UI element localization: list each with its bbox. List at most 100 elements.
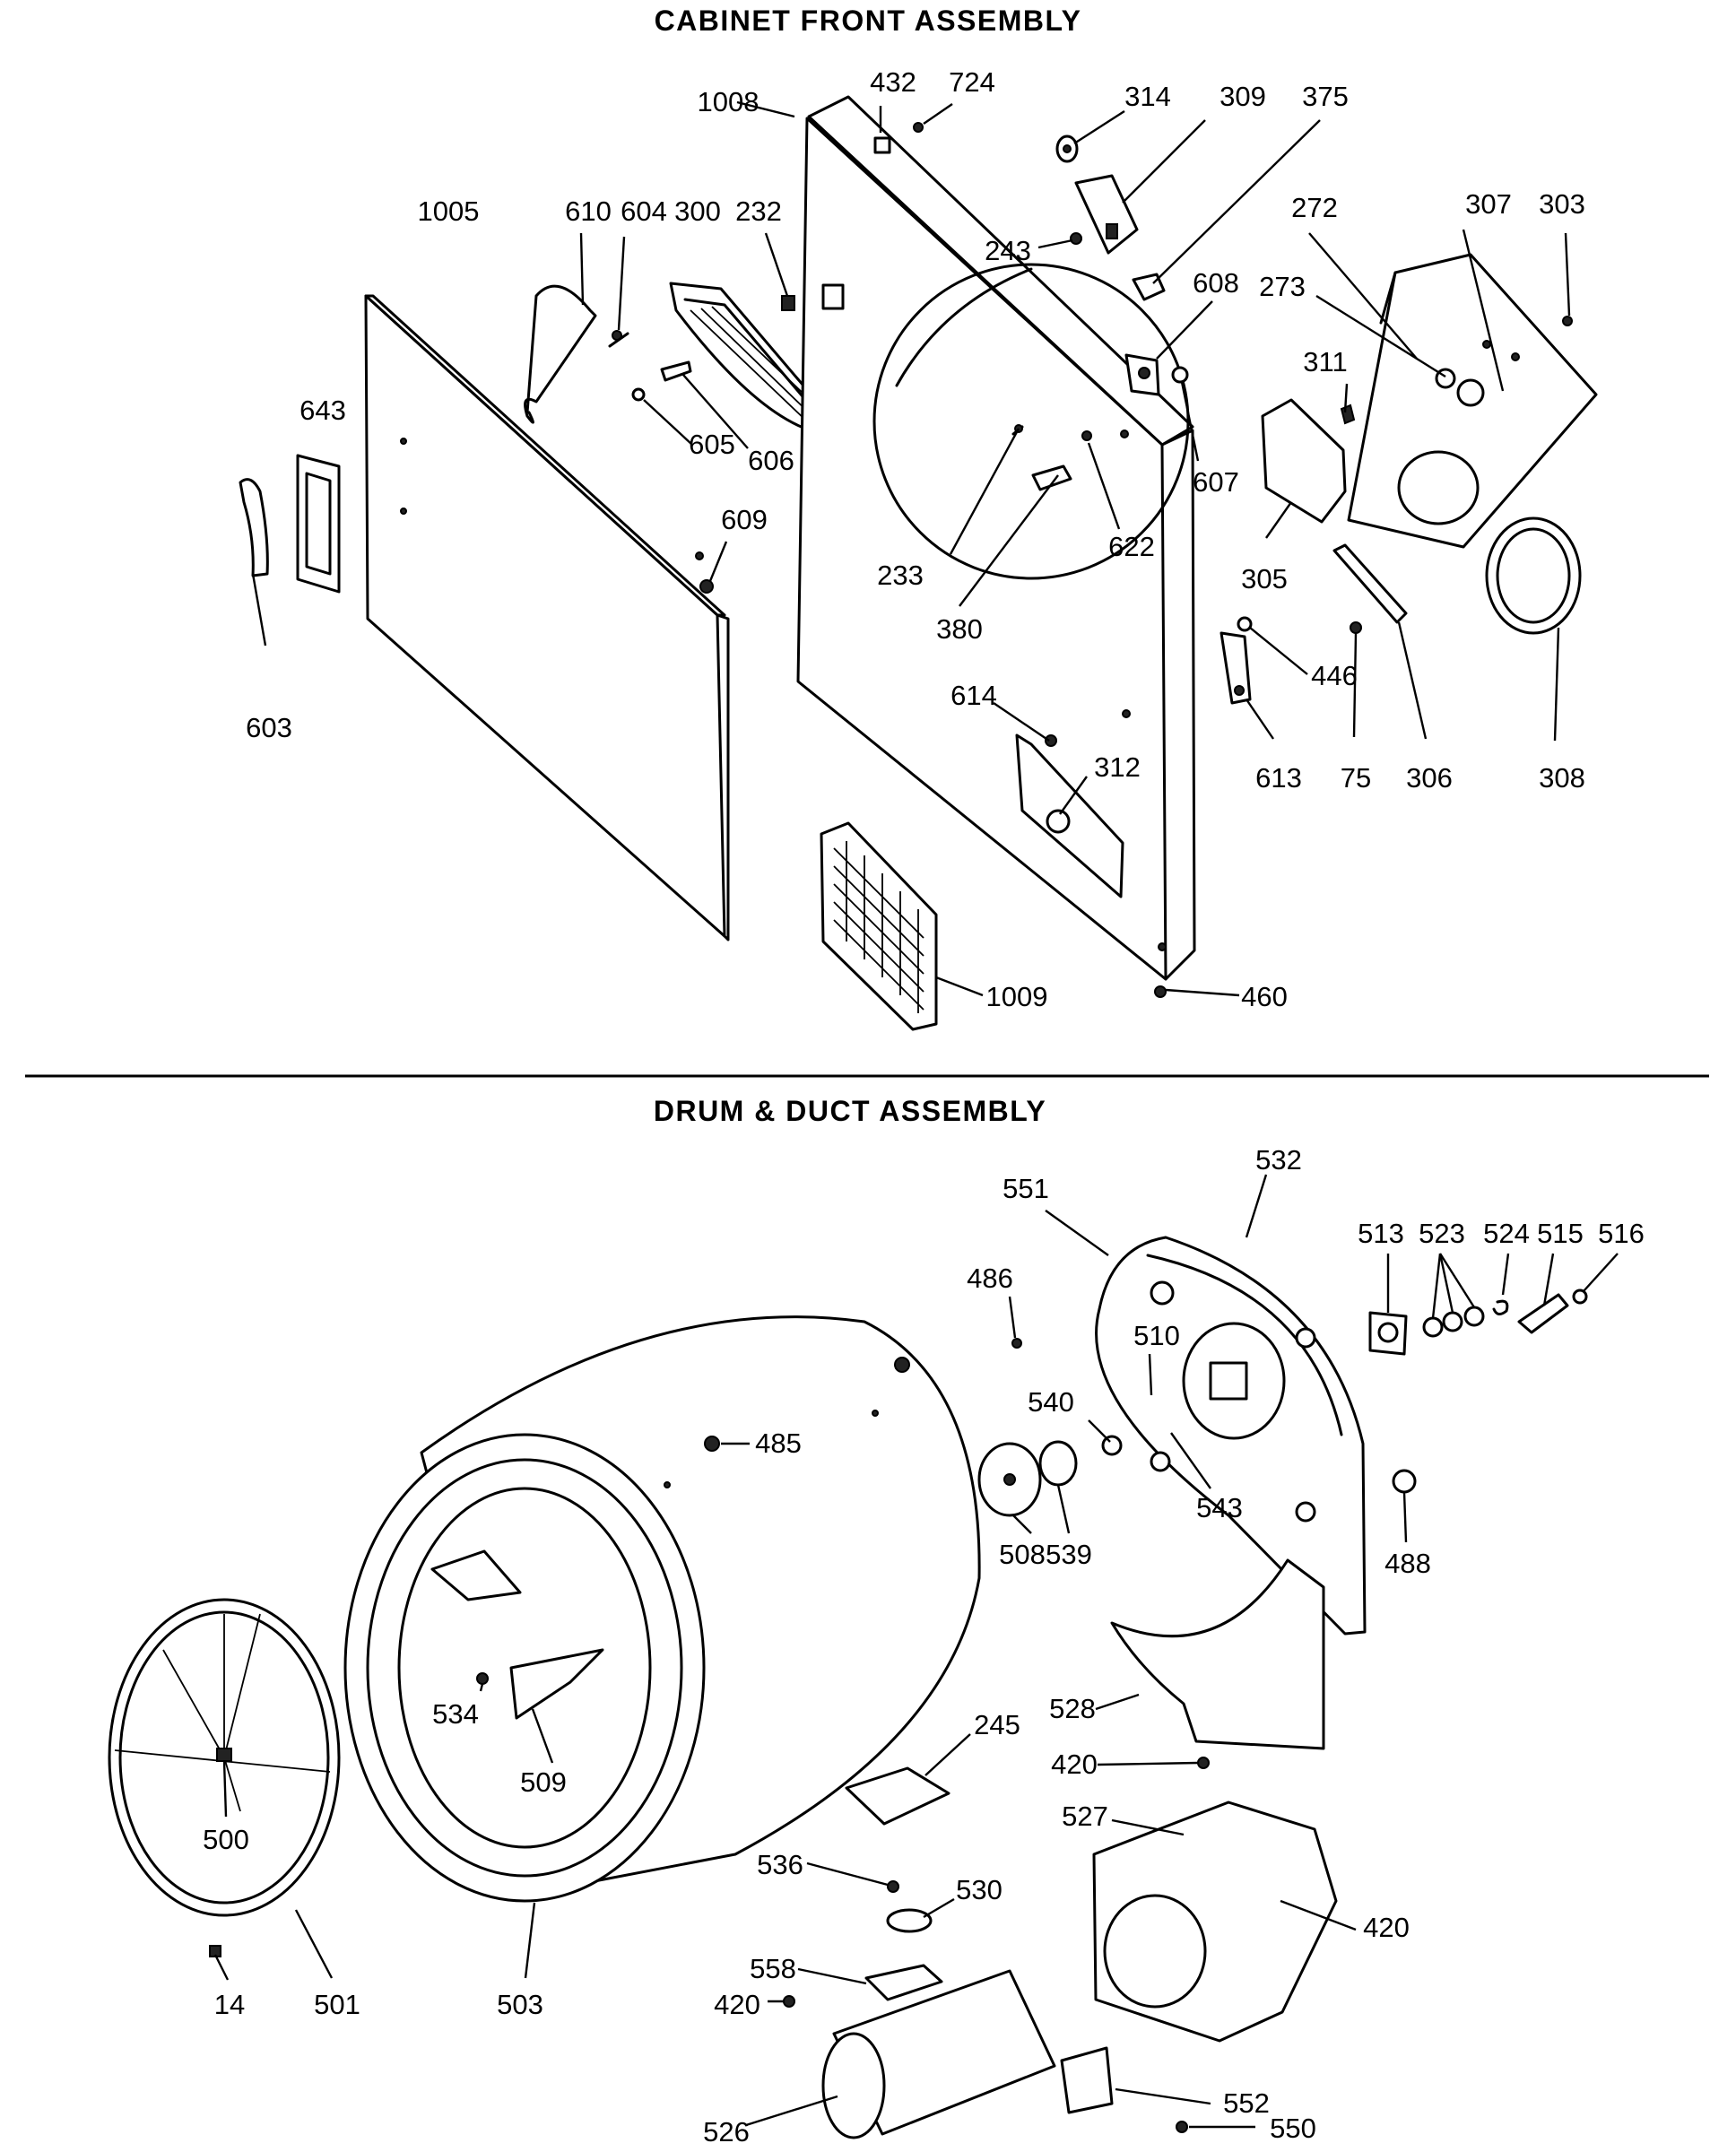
screw-420a — [1197, 1757, 1210, 1769]
callout-524: 524 — [1483, 1218, 1530, 1249]
screw-536 — [887, 1880, 899, 1893]
duct-housing-527 — [1092, 1801, 1338, 2043]
screw-420c — [783, 1995, 795, 2008]
callout-543: 543 — [1196, 1492, 1243, 1523]
screw-550 — [1176, 2121, 1188, 2133]
callout-460: 460 — [1241, 981, 1288, 1012]
cover-305 — [1261, 398, 1347, 524]
callout-500: 500 — [203, 1824, 249, 1855]
parts-432-724 — [873, 122, 924, 154]
plate-245 — [845, 1766, 950, 1826]
hinge-613 — [1220, 631, 1252, 705]
front-panel-1008 — [796, 95, 1196, 981]
toe-grille-1009 — [820, 821, 938, 1031]
seal-308 — [1485, 516, 1582, 635]
callout-622: 622 — [1108, 531, 1155, 562]
clip-232 — [781, 295, 795, 311]
pulley-539 — [1038, 1440, 1078, 1487]
callout-501: 501 — [314, 1989, 360, 2020]
fastener-605 — [631, 387, 646, 402]
callout-552: 552 — [1223, 2087, 1270, 2119]
callout-724: 724 — [949, 66, 995, 98]
drum-duct-title: DRUM & DUCT ASSEMBLY — [654, 1095, 1046, 1127]
callout-550: 550 — [1270, 2113, 1316, 2144]
callout-14: 14 — [214, 1989, 245, 2020]
bulkhead-551 — [1095, 1236, 1367, 1636]
callout-420c: 420 — [714, 1989, 760, 2020]
callout-273: 273 — [1259, 271, 1306, 302]
cabinet-front-title: CABINET FRONT ASSEMBLY — [655, 4, 1082, 37]
callout-536: 536 — [757, 1849, 803, 1880]
drum-ring-501 — [108, 1598, 341, 1917]
vent-plate-643 — [296, 454, 341, 594]
callout-486: 486 — [967, 1263, 1013, 1294]
callout-609: 609 — [721, 504, 768, 535]
callout-303: 303 — [1539, 188, 1585, 220]
callout-308: 308 — [1539, 762, 1585, 794]
callout-380: 380 — [936, 613, 983, 645]
callout-420b: 420 — [1363, 1912, 1410, 1943]
callout-508: 508 — [999, 1539, 1046, 1570]
callout-272: 272 — [1291, 192, 1338, 223]
cabinet-front-parts — [239, 95, 1598, 1031]
duct-528 — [1110, 1558, 1325, 1750]
callout-516: 516 — [1598, 1218, 1645, 1249]
bracket-558 — [864, 1964, 943, 2001]
callout-607: 607 — [1193, 466, 1239, 498]
screw-303 — [1562, 316, 1573, 326]
callout-614: 614 — [950, 680, 997, 711]
callout-420a: 420 — [1051, 1748, 1098, 1780]
callout-232: 232 — [735, 195, 782, 227]
callout-532: 532 — [1255, 1144, 1302, 1176]
bracket-306 — [1332, 543, 1408, 624]
callout-539: 539 — [1046, 1539, 1092, 1570]
callout-75: 75 — [1341, 762, 1371, 794]
callout-314: 314 — [1124, 81, 1171, 112]
callout-233: 233 — [877, 560, 924, 591]
screw-609 — [695, 551, 714, 594]
pulley-508 — [977, 1442, 1042, 1517]
button-312 — [1046, 809, 1071, 834]
clip-524 — [1492, 1299, 1509, 1315]
washer-446 — [1237, 616, 1253, 632]
screw-622 — [1081, 430, 1092, 441]
screw-460 — [1154, 985, 1167, 998]
callout-610: 610 — [565, 195, 612, 227]
callout-534: 534 — [432, 1698, 479, 1730]
callout-558: 558 — [750, 1953, 796, 1984]
callout-540: 540 — [1028, 1386, 1074, 1418]
callout-306: 306 — [1406, 762, 1453, 794]
callout-312: 312 — [1094, 751, 1141, 783]
callout-510: 510 — [1133, 1320, 1180, 1351]
washer-540 — [1101, 1435, 1123, 1456]
washer-607 — [1171, 366, 1189, 384]
callout-1005: 1005 — [418, 195, 480, 227]
callout-375: 375 — [1302, 81, 1349, 112]
drum-duct-parts — [108, 1236, 1588, 2139]
door-switch-608 — [1124, 353, 1160, 396]
fastener-604 — [608, 330, 629, 348]
callout-245: 245 — [974, 1709, 1020, 1740]
callout-1008: 1008 — [698, 86, 760, 117]
callout-432: 432 — [870, 66, 916, 98]
callout-613: 613 — [1255, 762, 1302, 794]
thermostat-530 — [886, 1908, 933, 1933]
drum-duct-callouts: 532 551 513 523 524 515 516 486 510 540 … — [203, 1144, 1645, 2148]
callout-606: 606 — [748, 445, 794, 476]
screw-243 — [1070, 232, 1082, 245]
screw-614 — [1045, 734, 1057, 747]
heater-526 — [821, 1969, 1056, 2139]
callout-551: 551 — [1003, 1173, 1049, 1204]
callout-300: 300 — [674, 195, 721, 227]
callout-513: 513 — [1358, 1218, 1404, 1249]
callout-605: 605 — [689, 429, 735, 460]
knob-314 — [1055, 134, 1079, 163]
drum-503 — [343, 1315, 981, 1903]
roller-485 — [704, 1357, 910, 1452]
washer-488 — [1392, 1469, 1417, 1494]
callout-485: 485 — [755, 1427, 802, 1459]
screw-75 — [1350, 621, 1362, 634]
callout-1009: 1009 — [986, 981, 1048, 1012]
callout-515: 515 — [1537, 1218, 1584, 1249]
